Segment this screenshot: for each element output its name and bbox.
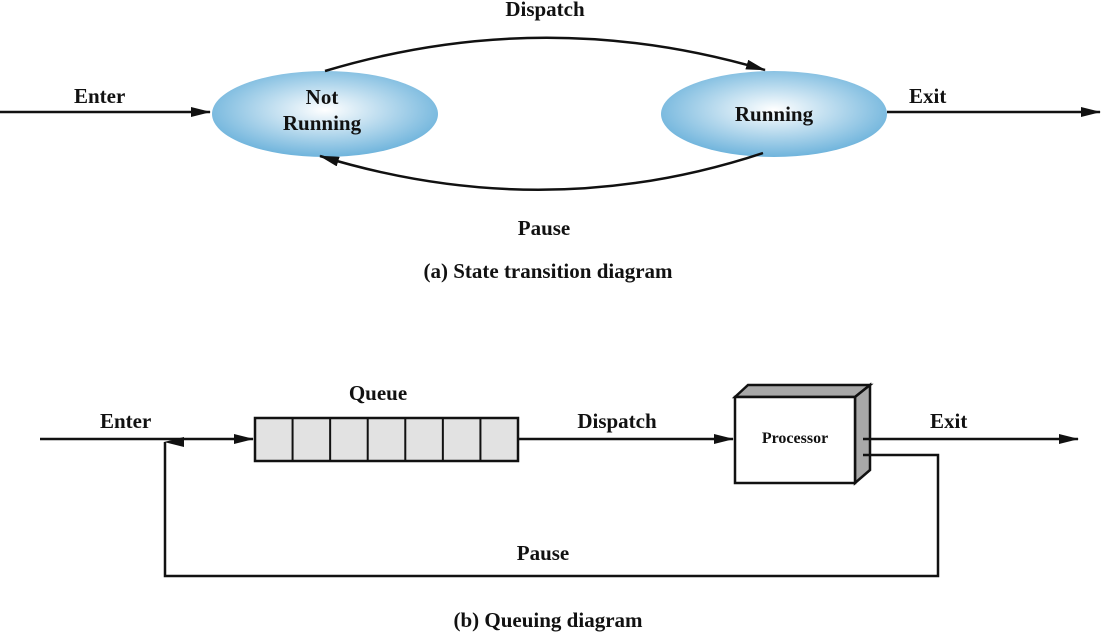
pause-arrow (319, 151, 764, 191)
processor-label: Processor (762, 430, 828, 447)
running-label: Running (735, 102, 814, 126)
pause-loop (163, 437, 940, 578)
enter-label: Enter (74, 84, 125, 108)
pause-label-b: Pause (517, 541, 570, 565)
queue-label: Queue (349, 381, 407, 405)
dispatch-label: Dispatch (505, 0, 585, 21)
dispatch-label-b: Dispatch (577, 409, 657, 433)
not-running-label-line1: Not (306, 85, 339, 109)
not-running-state (212, 71, 438, 157)
processor-front (733, 395, 857, 485)
dispatch-arrow (324, 36, 766, 73)
queue (253, 416, 520, 463)
exit-label: Exit (909, 84, 946, 108)
enter-label-b: Enter (100, 409, 151, 433)
queuing-diagram: Enter Queue Dispatch Processor Exit Paus… (40, 381, 1079, 632)
caption-b: (b) Queuing diagram (453, 608, 643, 632)
caption-a: (a) State transition diagram (423, 259, 673, 283)
not-running-label-line2: Running (283, 111, 362, 135)
queue-box (253, 416, 520, 463)
exit-label-b: Exit (930, 409, 967, 433)
processor: Processor (731, 382, 874, 486)
processor-side (853, 382, 872, 486)
state-transition-diagram: Enter Not Running Running Dispatch Pause… (0, 0, 1101, 283)
pause-label: Pause (518, 216, 571, 240)
running-state (661, 71, 887, 157)
processor-top (731, 383, 874, 399)
